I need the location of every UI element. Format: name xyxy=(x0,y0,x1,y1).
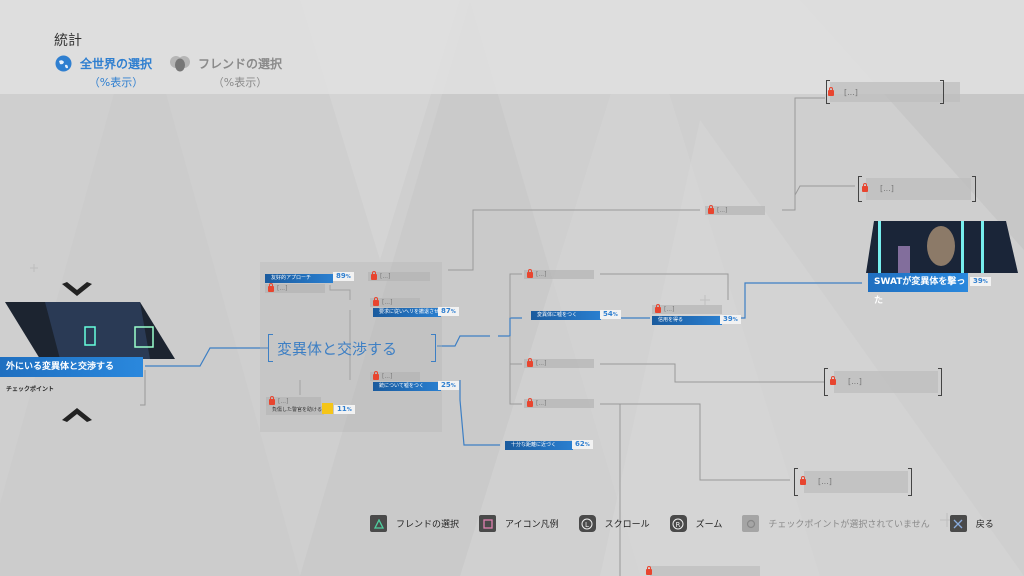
locked-node[interactable]: [...] xyxy=(524,358,594,368)
cross-button-icon xyxy=(949,515,967,532)
bracket xyxy=(858,176,862,202)
node-percent: 87% xyxy=(438,307,459,316)
locked-node[interactable]: [...] xyxy=(705,205,765,215)
bracket xyxy=(972,176,976,202)
l-stick-icon: L xyxy=(578,515,596,532)
filter-world[interactable]: 全世界の選択 （%表示） xyxy=(55,55,152,90)
bracket xyxy=(794,468,798,496)
lock-icon xyxy=(708,205,714,214)
stats-header: 統計 全世界の選択 （%表示） フレンドの選択 （%表示） xyxy=(0,0,1024,94)
ending-percent: 39% xyxy=(970,277,991,286)
lock-icon xyxy=(371,271,377,280)
scroll-prompt[interactable]: L スクロール xyxy=(578,515,650,532)
warning-icon xyxy=(322,403,333,414)
filter-world-sub: （%表示） xyxy=(88,76,144,89)
locked-node[interactable]: [...] xyxy=(266,396,321,406)
icon-legend-prompt[interactable]: アイコン凡例 xyxy=(479,515,559,532)
lock-icon xyxy=(830,376,836,385)
lock-icon xyxy=(862,183,868,192)
circle-button-icon xyxy=(742,515,760,532)
bracket xyxy=(824,368,828,396)
prompt-label: フレンドの選択 xyxy=(396,520,460,530)
locked-ending[interactable]: [...] xyxy=(800,471,908,493)
bracket xyxy=(826,80,830,104)
prompt-label: アイコン凡例 xyxy=(505,520,559,530)
svg-text:L: L xyxy=(585,521,589,529)
square-button-icon xyxy=(479,515,497,532)
chevron-down-icon[interactable] xyxy=(62,406,92,426)
button-prompts: フレンドの選択 アイコン凡例 L スクロール R ズーム チェックポイントが選択… xyxy=(370,515,1014,532)
checkpoint-prompt: チェックポイントが選択されていません xyxy=(742,515,930,532)
node-percent: 89% xyxy=(333,272,354,281)
lock-icon xyxy=(800,476,806,485)
locked-ending[interactable]: [...] xyxy=(862,178,971,200)
chapter-bracket xyxy=(268,334,273,362)
svg-text:R: R xyxy=(676,521,681,529)
triangle-button-icon xyxy=(370,515,387,532)
friend-select-prompt[interactable]: フレンドの選択 xyxy=(370,515,459,532)
checkpoint-title[interactable]: 外にいる変異体と交渉する xyxy=(0,357,143,377)
lock-icon xyxy=(527,269,533,278)
locked-node[interactable]: [...] xyxy=(652,304,722,314)
locked-node[interactable]: [...] xyxy=(524,398,594,408)
filter-friends[interactable]: フレンドの選択 （%表示） xyxy=(170,55,282,90)
node-lie-about-gun[interactable]: 銃について嘘をつく xyxy=(373,382,441,391)
node-gain-trust[interactable]: 信用を得る xyxy=(652,316,722,325)
chapter-bracket xyxy=(431,334,436,362)
lock-icon xyxy=(373,297,379,306)
locked-node[interactable]: [...] xyxy=(265,283,325,293)
filter-world-label: 全世界の選択 xyxy=(80,57,153,71)
r-stick-icon: R xyxy=(669,515,687,532)
locked-ending[interactable]: [...] xyxy=(830,371,938,393)
node-lie-to-deviant[interactable]: 変異体に嘘をつく xyxy=(531,311,601,320)
node-percent: 25% xyxy=(438,381,459,390)
ending-thumbnail[interactable] xyxy=(866,221,1018,273)
node-percent: 54% xyxy=(600,310,621,319)
zoom-prompt[interactable]: R ズーム xyxy=(669,515,723,532)
node-percent: 39% xyxy=(720,315,741,324)
locked-node[interactable]: [...] xyxy=(370,371,420,381)
node-friendly-approach[interactable]: 友好的アプローチ xyxy=(265,274,333,283)
lock-icon xyxy=(646,566,652,575)
globe-icon xyxy=(55,55,72,72)
checkpoint-subtitle: チェックポイント xyxy=(6,386,55,393)
prompt-label: ズーム xyxy=(695,520,723,530)
lock-icon xyxy=(373,371,379,380)
locked-ending[interactable]: [...] xyxy=(828,82,960,102)
locked-ending[interactable] xyxy=(646,566,760,576)
bracket xyxy=(908,468,912,496)
filter-friends-sub: （%表示） xyxy=(212,76,268,89)
chevron-up-icon[interactable] xyxy=(62,282,92,302)
prompt-label: チェックポイントが選択されていません xyxy=(768,520,930,530)
filter-friends-label: フレンドの選択 xyxy=(198,57,283,71)
bracket xyxy=(940,80,944,104)
node-withdraw-heli[interactable]: 要求に従いヘリを撤退させる xyxy=(373,308,444,317)
lock-icon xyxy=(527,358,533,367)
chapter-title: 変異体と交渉する xyxy=(277,340,398,358)
ending-title[interactable]: SWATが変異体を撃った xyxy=(868,273,968,306)
lock-icon xyxy=(268,283,274,292)
node-get-close[interactable]: 十分な距離に近づく xyxy=(505,441,573,450)
lock-icon xyxy=(269,396,275,405)
lock-icon xyxy=(828,87,834,96)
friends-icon xyxy=(170,56,190,72)
back-prompt[interactable]: 戻る xyxy=(949,515,994,532)
prompt-label: スクロール xyxy=(604,520,650,530)
locked-node[interactable]: [...] xyxy=(370,297,420,307)
lock-icon xyxy=(655,304,661,313)
prompt-label: 戻る xyxy=(975,520,994,530)
node-percent: 11% xyxy=(334,405,355,414)
bracket xyxy=(938,368,942,396)
page-title: 統計 xyxy=(54,33,82,49)
locked-node[interactable]: [...] xyxy=(368,271,430,281)
lock-icon xyxy=(527,398,533,407)
node-percent: 62% xyxy=(572,440,593,449)
checkpoint-thumbnail[interactable] xyxy=(0,302,175,359)
node-help-officer[interactable]: 負傷した警官を助ける xyxy=(266,406,324,415)
locked-node[interactable]: [...] xyxy=(524,269,594,279)
